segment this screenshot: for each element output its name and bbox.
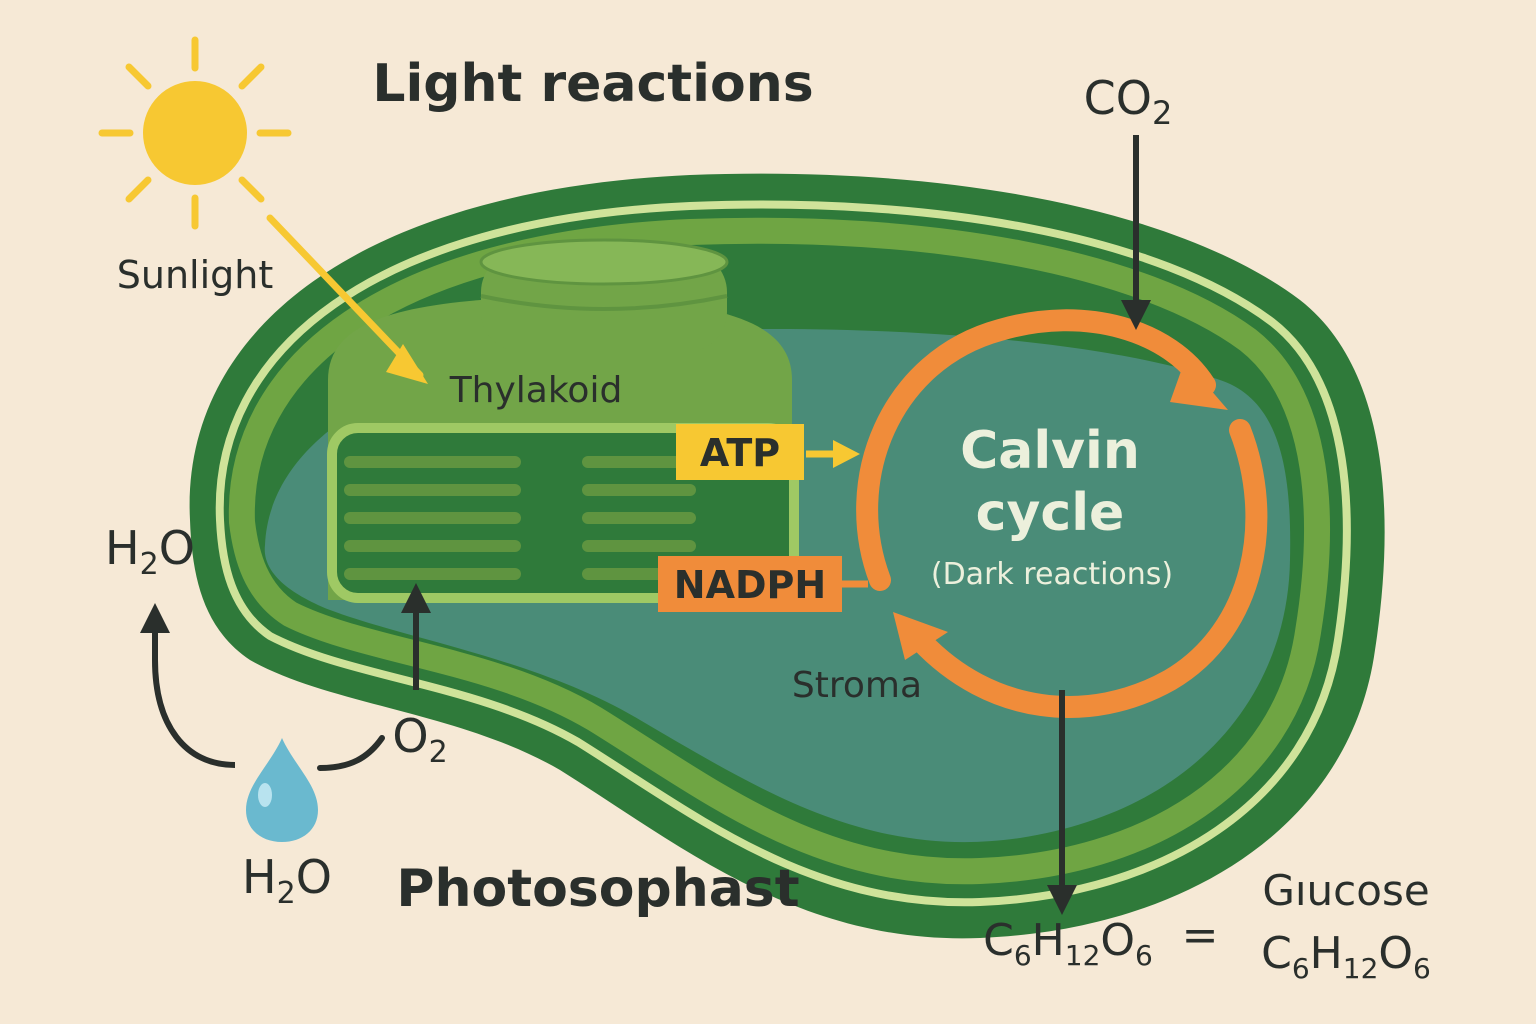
water-return-arrow <box>140 603 236 768</box>
oxygen-release-path <box>317 735 385 771</box>
chloroplast-inner-membrane <box>215 200 1351 907</box>
atp-label: ATP <box>676 424 804 480</box>
thylakoid <box>327 238 799 603</box>
equals-sign: = <box>1182 910 1219 961</box>
glucose-name: Gıucose <box>1262 866 1429 915</box>
h2o-bottom-label: H2O <box>242 850 332 911</box>
svg-text:ATP: ATP <box>700 431 780 475</box>
calvin-title-line1: Calvin <box>960 421 1140 481</box>
photosophast-title: Photosophast <box>396 859 799 919</box>
svg-text:NADPH: NADPH <box>674 563 826 607</box>
co2-label: CO2 <box>1084 71 1173 132</box>
o2-label: O2 <box>392 709 447 770</box>
calvin-cycle-ring <box>856 309 1268 718</box>
nadph-label: NADPH <box>658 556 842 612</box>
glucose-formula-right: C6H12O6 <box>1261 928 1431 985</box>
sunlight-arrow <box>266 214 424 379</box>
glucose-formula: C6H12O6 <box>983 915 1153 972</box>
dark-reactions-label: (Dark reactions) <box>931 557 1173 592</box>
stroma-label: Stroma <box>792 665 922 706</box>
h2o-left-label: H2O <box>105 521 195 582</box>
granum-left <box>344 456 521 580</box>
water-drop-icon <box>246 738 318 842</box>
membrane-band <box>228 217 1330 885</box>
sun-icon <box>98 36 292 230</box>
light-reactions-title: Light reactions <box>372 54 813 114</box>
sunlight-label: Sunlight <box>117 253 274 297</box>
thylakoid-label: Thylakoid <box>449 370 623 411</box>
calvin-title-line2: cycle <box>976 483 1125 543</box>
